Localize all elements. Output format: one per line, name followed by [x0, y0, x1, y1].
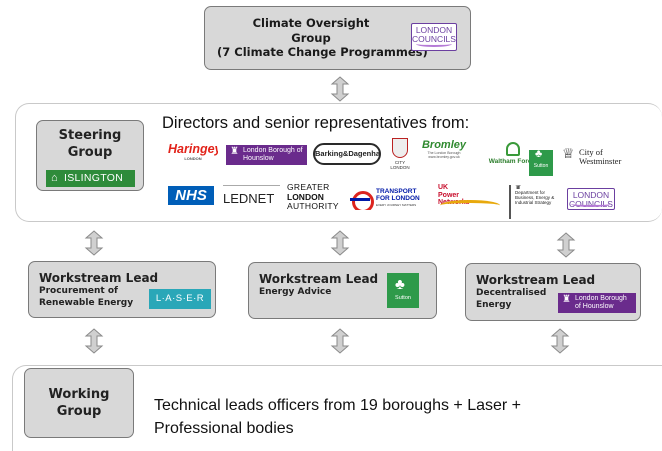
workstream-subtitle: Decentralised Energy — [476, 288, 546, 311]
workstream-energy-advice-box: Workstream Lead Energy Advice Sutton — [248, 262, 437, 319]
working-text-line2: Professional bodies — [154, 420, 294, 437]
gla-line1: GREATER — [287, 183, 330, 192]
climate-oversight-group-box: Climate Oversight Group (7 Climate Chang… — [204, 6, 471, 70]
tree-icon — [506, 142, 520, 156]
lednet-logo: LEDNET — [223, 182, 280, 208]
city-of-london-logo: CITY LONDON — [386, 138, 414, 178]
double-arrow-icon — [556, 232, 576, 258]
laser-logo: L·A·S·E·R — [149, 289, 211, 309]
double-arrow-icon — [330, 328, 350, 354]
gla-line2: LONDON — [287, 191, 324, 202]
ukpn-line3: Networks — [438, 199, 470, 206]
islington-logo: ISLINGTON — [46, 170, 135, 187]
steering-group-title: Steering Group — [37, 127, 143, 161]
double-arrow-icon — [330, 76, 350, 102]
london-councils-logo-line2: COUNCILS — [412, 34, 456, 44]
steering-group-box: Steering Group ISLINGTON — [36, 120, 144, 191]
workstream-title: Workstream Lead — [39, 271, 159, 285]
workstream-sub-line1: Energy Advice — [259, 287, 332, 297]
double-arrow-icon — [84, 328, 104, 354]
working-group-description: Technical leads officers from 19 borough… — [154, 394, 521, 440]
double-arrow-icon — [330, 230, 350, 256]
haringey-logo-text: Haringey — [168, 142, 218, 156]
bromley-logo: Bromley The London Borough www.bromley.g… — [419, 139, 469, 169]
double-arrow-icon — [84, 230, 104, 256]
haringey-logo: Haringey LONDON — [168, 142, 218, 164]
barking-dagenham-logo: Barking&Dagenham — [313, 143, 381, 165]
oversight-title-line1: Climate Oversight — [252, 16, 370, 30]
oversight-title-line2: Group — [291, 30, 331, 45]
workstream-subtitle: Energy Advice — [259, 287, 331, 299]
working-group-title: Working Group — [25, 386, 133, 420]
bromley-logo-text: Bromley — [421, 139, 467, 151]
westminster-logo: City of Westminster — [561, 148, 633, 170]
haringey-logo-sub: LONDON — [184, 156, 202, 161]
working-group-box: Working Group — [24, 368, 134, 438]
waltham-forest-logo: Waltham Forest — [480, 142, 546, 172]
hounslow-logo: London Borough of Hounslow — [558, 293, 636, 313]
hounslow-logo: London Borough of Hounslow — [226, 145, 307, 165]
city-crest-icon — [392, 138, 408, 158]
workstream-title: Workstream Lead — [476, 273, 596, 287]
double-arrow-icon — [550, 328, 570, 354]
steering-heading: Directors and senior representatives fro… — [162, 114, 470, 132]
transport-for-london-logo: TRANSPORT FOR LONDON EVERY JOURNEY MATTE… — [350, 188, 440, 210]
lc2-line1: LONDON — [572, 190, 610, 200]
uk-power-networks-logo: UK Power Networks — [438, 184, 508, 212]
oversight-title-line3: (7 Climate Change Programmes) — [217, 45, 428, 59]
oversight-title: Climate Oversight Group (7 Climate Chang… — [217, 16, 428, 60]
workstream-title: Workstream Lead — [259, 272, 379, 286]
beis-logo-text: Department for Business, Energy & Indust… — [515, 190, 555, 205]
nhs-logo: NHS — [168, 186, 214, 205]
steering-title-line1: Steering — [58, 128, 122, 143]
waltham-logo-text: Waltham Forest — [488, 158, 538, 165]
gla-line3: AUTHORITY — [287, 201, 339, 211]
ukpn-line1: UK — [438, 184, 449, 191]
sutton-logo-small: Sutton — [529, 150, 553, 176]
tfl-sub: EVERY JOURNEY MATTERS — [376, 203, 417, 207]
working-title-line1: Working — [48, 387, 110, 402]
lc2-line2: COUNCILS — [569, 199, 613, 209]
bromley-logo-sub: The London Borough www.bromley.gov.uk — [427, 151, 461, 159]
workstream-subtitle: Procurement of Renewable Energy — [39, 286, 133, 309]
workstream-sub-line2: Renewable Energy — [39, 297, 134, 308]
city-logo-text: CITY LONDON — [390, 160, 410, 170]
london-councils-logo: LONDON COUNCILS — [411, 23, 457, 51]
workstream-sub-line1: Decentralised — [476, 288, 547, 298]
ukpn-line2: Power — [438, 191, 460, 199]
steering-group-panel: Steering Group ISLINGTON Directors and s… — [15, 103, 662, 222]
tfl-line2: FOR LONDON — [376, 195, 420, 202]
steering-title-line2: Group — [67, 145, 113, 160]
workstream-sub-line1: Procurement of — [39, 286, 118, 296]
working-title-line2: Group — [56, 404, 102, 419]
london-councils-logo-line1: LONDON — [415, 25, 453, 35]
working-text-line1: Technical leads officers from 19 borough… — [154, 397, 522, 414]
sutton-logo: Sutton — [387, 273, 419, 308]
greater-london-authority-logo: GREATER LONDON AUTHORITY — [287, 183, 343, 213]
london-councils-logo-2: LONDON COUNCILS — [567, 188, 615, 210]
workstream-decentralised-energy-box: Workstream Lead Decentralised Energy Lon… — [465, 263, 641, 321]
lednet-logo-text: LEDNET — [223, 191, 275, 206]
tfl-line1: TRANSPORT — [376, 188, 417, 195]
workstream-renewable-energy-box: Workstream Lead Procurement of Renewable… — [28, 261, 216, 318]
workstream-sub-line2: Energy — [476, 299, 512, 310]
beis-logo: ♛ Department for Business, Energy & Indu… — [509, 185, 563, 219]
crown-crest-icon: ♛ — [515, 185, 522, 191]
